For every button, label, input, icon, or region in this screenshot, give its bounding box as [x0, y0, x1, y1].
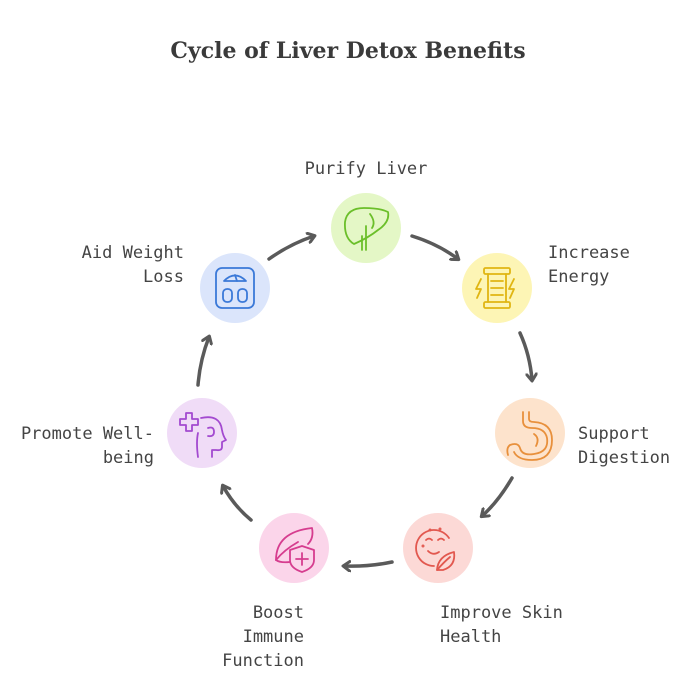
- step-circle-weight: [200, 253, 270, 323]
- label-improve-skin-health: Improve Skin Health: [440, 601, 563, 649]
- energy-battery-icon: [475, 267, 515, 309]
- leaf-shield-icon: [275, 527, 315, 573]
- arrow-immune-to-wellbeing: [223, 486, 253, 522]
- label-line: Aid Weight: [81, 243, 184, 263]
- label-line: Health: [440, 627, 502, 647]
- head-plus-icon: [179, 412, 227, 458]
- step-support-digestion: [495, 398, 565, 468]
- label-line: Promote Well-: [20, 424, 154, 444]
- label-purify-liver: Purify Liver: [290, 157, 442, 181]
- arrow-digestion-to-skin: [482, 476, 514, 516]
- step-aid-weight-loss: [200, 253, 270, 323]
- diagram-title: Cycle of Liver Detox Benefits: [170, 38, 526, 64]
- label-line: Support: [578, 424, 650, 444]
- label-line: Energy: [548, 267, 610, 287]
- label-line: Increase: [548, 243, 630, 263]
- step-boost-immune-function: [259, 513, 329, 583]
- label-line: Function: [222, 651, 304, 671]
- arrow-energy-to-digestion: [518, 331, 532, 380]
- step-improve-skin-health: [403, 513, 473, 583]
- step-promote-well-being: [167, 398, 237, 468]
- stomach-icon: [506, 411, 553, 461]
- face-leaf-icon: [415, 527, 456, 571]
- arrow-weight-to-purify: [267, 236, 314, 261]
- label-line: Boost: [252, 603, 304, 623]
- step-circle-digestion: [495, 398, 565, 468]
- label-line: Immune: [242, 627, 304, 647]
- label-increase-energy: Increase Energy: [548, 241, 630, 289]
- label-aid-weight-loss: Aid Weight Loss: [64, 241, 184, 289]
- arrow-wellbeing-to-weight: [196, 337, 209, 387]
- arrow-purify-to-energy: [410, 234, 458, 259]
- label-line: being: [102, 448, 154, 468]
- label-line: Digestion: [578, 448, 671, 468]
- arrow-skin-to-immune: [344, 562, 394, 566]
- label-line: Improve Skin: [440, 603, 563, 623]
- step-increase-energy: [462, 253, 532, 323]
- liver-icon: [344, 207, 390, 251]
- label-line: Purify Liver: [304, 159, 428, 179]
- step-circle-wellbeing: [167, 398, 237, 468]
- label-support-digestion: Support Digestion: [578, 422, 670, 470]
- label-boost-immune-function: Boost Immune Function: [204, 601, 304, 673]
- weight-scale-icon: [215, 267, 255, 309]
- label-line: Loss: [143, 267, 184, 287]
- label-promote-well-being: Promote Well- being: [14, 422, 154, 470]
- step-circle-skin: [403, 513, 473, 583]
- step-purify-liver: [331, 193, 401, 263]
